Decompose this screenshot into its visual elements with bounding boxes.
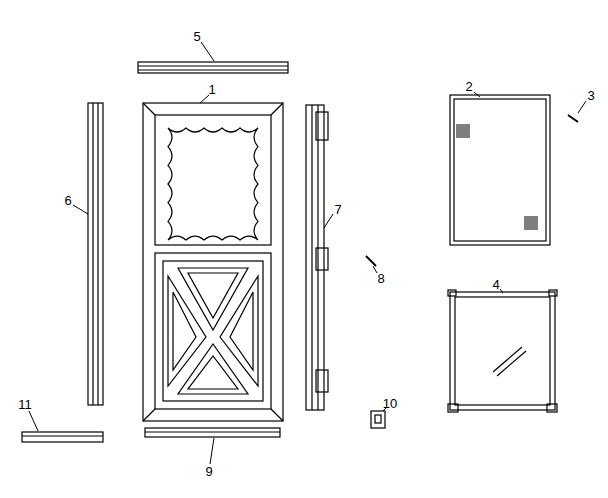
callout-number: 10 [383,397,397,410]
screw [366,256,376,266]
callout-number: 3 [587,89,594,102]
leader-lines [29,42,586,464]
door-frame [143,103,283,421]
callout-number: 4 [492,278,499,291]
door-sweep [22,432,103,442]
callout-number: 9 [205,465,212,478]
callout-number: 6 [64,194,71,207]
callout-number: 7 [334,203,341,216]
callout-number: 11 [18,398,32,411]
hinge-side-rail [88,103,103,405]
bottom-rail [145,428,280,437]
callout-number: 8 [377,272,384,285]
top-rail [138,62,288,73]
latch-side-rail [306,105,328,410]
callout-number: 5 [193,30,200,43]
callout-number: 1 [208,83,215,96]
callout-number: 2 [465,80,472,93]
screw [568,115,578,122]
glass-insert [448,290,557,412]
bracket [371,411,385,428]
screen-insert [450,95,550,245]
